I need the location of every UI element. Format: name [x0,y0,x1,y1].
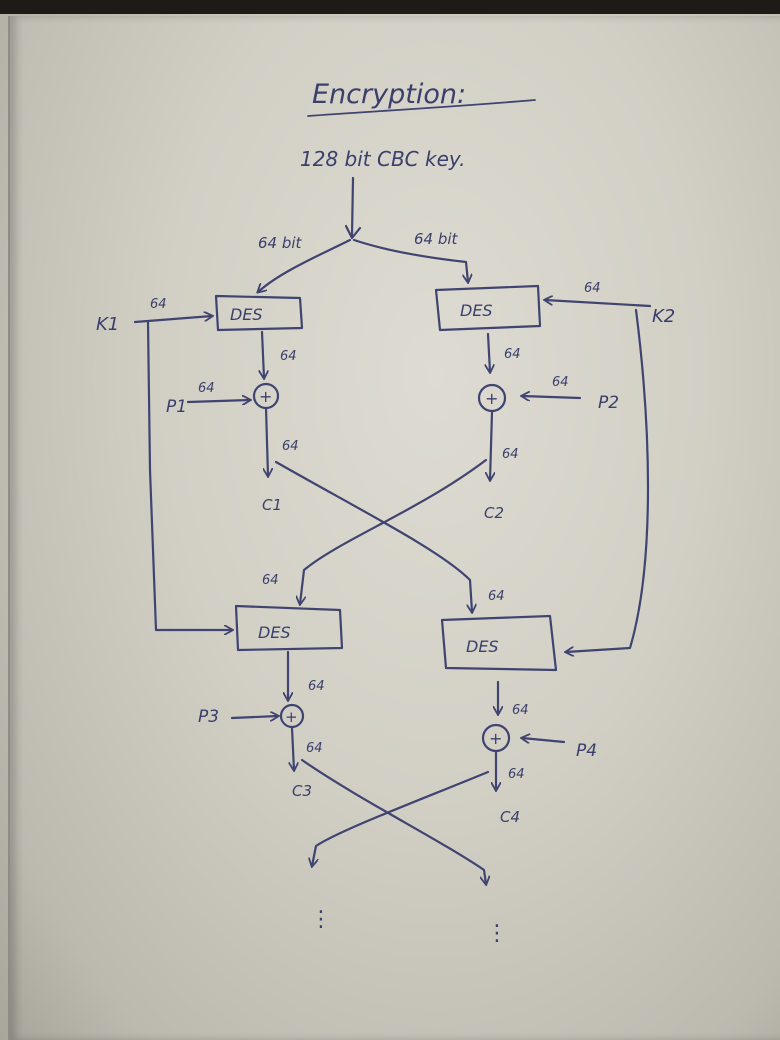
split-left-arrow [258,238,352,292]
diagram-title: Encryption: [312,79,466,110]
p2-arrow [522,396,582,398]
xor2-symbol: + [485,389,498,408]
title-underline [307,99,536,117]
p3-arrow [230,716,278,718]
des1-label: DES [230,305,263,324]
c1-to-des4-arrow [274,460,472,612]
des4-box [440,614,558,672]
key-stem-arrow [344,224,362,240]
c1-label: C1 [262,496,282,514]
c2-chain-bits: 64 [262,573,279,588]
c2-label: C2 [484,504,504,522]
xor3-out-bits: 64 [306,741,323,756]
k1-to-des3-arrow [146,320,232,630]
des3-label: DES [258,623,291,642]
k1-to-des1-arrow [133,316,212,324]
des1-out-bits: 64 [280,349,297,364]
c4-label: C4 [500,808,520,826]
c3-label: C3 [292,782,312,800]
k2-to-des4-arrow [566,308,650,652]
p4-label: P4 [576,741,597,761]
k2-label: K2 [652,306,675,327]
xor3-out-arrow [292,726,294,770]
des2-box [434,284,542,332]
des2-out-bits: 64 [504,347,521,362]
k2-to-des2-arrow [545,300,652,308]
des2-out-arrow [488,332,490,372]
split-left-label: 64 bit [258,234,303,252]
p1-label: P1 [166,397,187,417]
continuation-left: ⋮ [310,907,332,932]
k2-bits-label: 64 [584,281,601,296]
p2-label: P2 [598,393,619,413]
xor3-symbol: + [285,708,298,726]
k1-bits-label: 64 [150,297,167,312]
c4-to-next-arrow [312,770,490,866]
p2-bits-label: 64 [552,375,569,390]
des3-out-bits: 64 [308,679,325,694]
des2-label: DES [460,301,493,320]
split-right-arrow [352,238,468,282]
des3-box [234,604,344,652]
p4-arrow [522,738,566,742]
key-label: 128 bit CBC key. [300,147,466,171]
c1-chain-bits: 64 [488,589,505,604]
split-right-label: 64 bit [414,230,459,248]
c2-to-des3-arrow [300,458,488,604]
des4-out-bits: 64 [512,703,529,718]
p1-arrow [186,400,250,402]
xor2-out-bits: 64 [502,447,519,462]
c3-to-next-arrow [300,758,486,884]
xor2-out-arrow [490,410,492,480]
xor1-out-bits: 64 [282,439,299,454]
p3-label: P3 [198,707,219,727]
xor1-symbol: + [259,387,272,406]
des1-box [214,294,304,332]
continuation-right: ⋮ [486,921,508,946]
key-stem [350,176,355,238]
des1-out-arrow [262,330,264,378]
k1-label: K1 [96,314,119,335]
xor4-out-bits: 64 [508,767,525,782]
des4-label: DES [466,637,499,656]
p1-bits-label: 64 [198,381,215,396]
xor4-symbol: + [489,729,502,748]
xor1-out-arrow [266,406,268,476]
